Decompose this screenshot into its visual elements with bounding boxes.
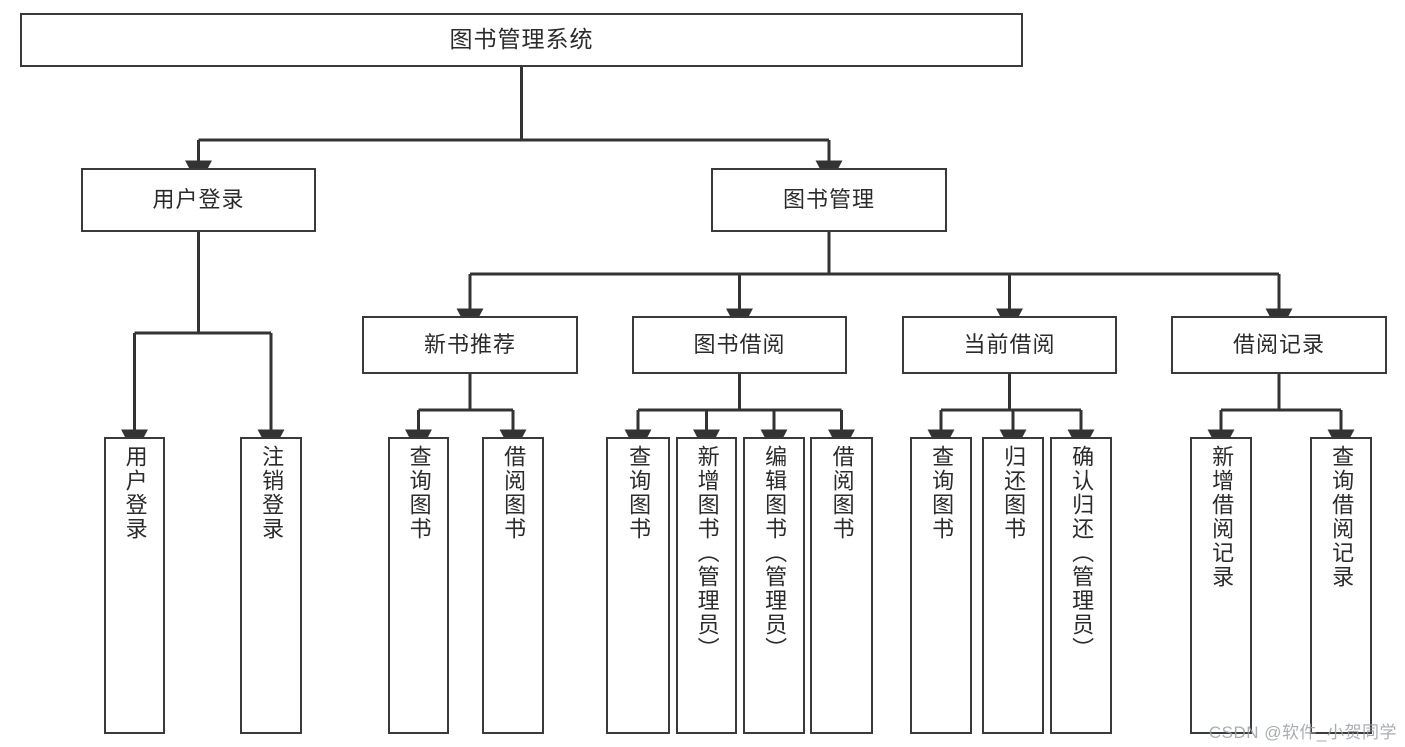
node-leaf-user-login-1-label: 注销登录 <box>259 445 285 541</box>
node-leaf-borrow-record-1[interactable]: 查询借阅记录 <box>1310 437 1372 734</box>
node-level3-图书借阅[interactable]: 图书借阅 <box>632 316 847 374</box>
node-leaf-current-borrow-2-label: 确认归还（管理员） <box>1069 445 1095 661</box>
node-leaf-book-borrow-0[interactable]: 查询图书 <box>606 437 670 734</box>
node-level3-新书推荐-label: 新书推荐 <box>423 331 516 357</box>
node-leaf-book-borrow-2[interactable]: 编辑图书（管理员） <box>743 437 805 734</box>
node-leaf-current-borrow-2[interactable]: 确认归还（管理员） <box>1050 437 1112 734</box>
node-leaf-borrow-record-0[interactable]: 新增借阅记录 <box>1190 437 1252 734</box>
watermark-credit: CSDN @软件_小贺同学 <box>1208 723 1397 742</box>
node-leaf-borrow-record-1-label: 查询借阅记录 <box>1329 445 1355 589</box>
node-level3-当前借阅[interactable]: 当前借阅 <box>902 316 1117 374</box>
node-leaf-book-borrow-3-label: 借阅图书 <box>829 445 855 541</box>
node-leaf-user-login-0[interactable]: 用户登录 <box>104 437 165 734</box>
node-leaf-book-borrow-0-label: 查询图书 <box>626 445 652 541</box>
node-level2-图书管理-label: 图书管理 <box>782 186 875 212</box>
node-leaf-current-borrow-0[interactable]: 查询图书 <box>910 437 972 734</box>
node-level3-当前借阅-label: 当前借阅 <box>963 331 1056 357</box>
node-leaf-user-login-0-label: 用户登录 <box>122 445 148 541</box>
node-leaf-user-login-1[interactable]: 注销登录 <box>240 437 302 734</box>
node-root-book-management-system[interactable]: 图书管理系统 <box>20 13 1023 67</box>
node-root-book-management-system-label: 图书管理系统 <box>449 26 594 53</box>
node-leaf-book-borrow-1-label: 新增图书（管理员） <box>694 445 720 661</box>
node-leaf-new-book-recommend-0-label: 查询图书 <box>406 445 432 541</box>
node-leaf-new-book-recommend-0[interactable]: 查询图书 <box>388 437 449 734</box>
node-level2-图书管理[interactable]: 图书管理 <box>711 168 947 232</box>
node-leaf-current-borrow-0-label: 查询图书 <box>929 445 955 541</box>
node-level3-新书推荐[interactable]: 新书推荐 <box>362 316 578 374</box>
node-leaf-current-borrow-1-label: 归还图书 <box>1001 445 1027 541</box>
node-leaf-book-borrow-2-label: 编辑图书（管理员） <box>762 445 788 661</box>
node-leaf-borrow-record-0-label: 新增借阅记录 <box>1209 445 1235 589</box>
node-leaf-new-book-recommend-1[interactable]: 借阅图书 <box>482 437 544 734</box>
node-level3-借阅记录[interactable]: 借阅记录 <box>1171 316 1387 374</box>
node-leaf-current-borrow-1[interactable]: 归还图书 <box>982 437 1044 734</box>
node-level3-借阅记录-label: 借阅记录 <box>1232 331 1325 357</box>
node-leaf-new-book-recommend-1-label: 借阅图书 <box>501 445 527 541</box>
node-leaf-book-borrow-3[interactable]: 借阅图书 <box>810 437 873 734</box>
node-leaf-book-borrow-1[interactable]: 新增图书（管理员） <box>676 437 737 734</box>
node-level2-用户登录[interactable]: 用户登录 <box>81 168 316 232</box>
node-level2-用户登录-label: 用户登录 <box>152 186 245 212</box>
node-level3-图书借阅-label: 图书借阅 <box>693 331 786 357</box>
